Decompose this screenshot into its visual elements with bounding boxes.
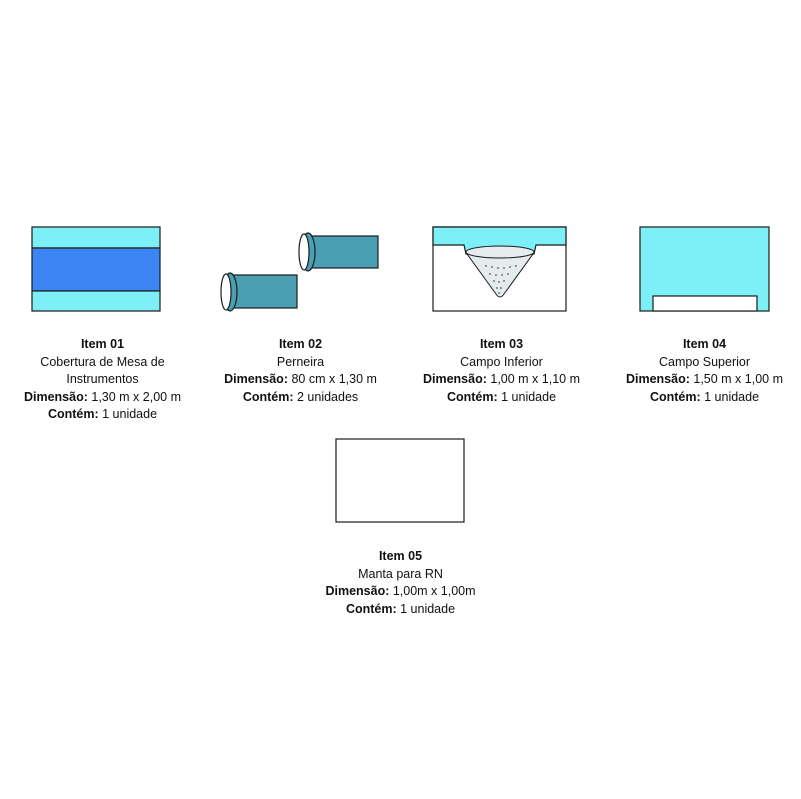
item-01-caption: Item 01 Cobertura de Mesa de Instrumento… [10, 336, 195, 424]
item-04-caption: Item 04 Campo Superior Dimensão: 1,50 m … [612, 336, 797, 406]
item-04-title: Item 04 [682, 337, 727, 351]
dimension-value: 1,00m x 1,00m [389, 584, 476, 598]
legging-upper [298, 232, 379, 272]
dimension-value: 1,00 m x 1,10 m [486, 372, 580, 386]
newborn-blanket-illustration [335, 438, 465, 523]
contents-label: Contém: [345, 601, 397, 616]
item-05-dimension: Dimensão: 1,00m x 1,00m [308, 583, 493, 601]
item-03-dimension: Dimensão: 1,00 m x 1,10 m [409, 371, 594, 389]
contents-value: 1 unidade [98, 407, 158, 421]
pouch-dots [485, 265, 517, 294]
dimension-label: Dimensão: [422, 372, 487, 386]
item-01-title: Item 01 [80, 337, 125, 351]
contents-value: 1 unidade [700, 389, 760, 404]
upper-drape-opening [652, 295, 758, 312]
drape-top-band [432, 226, 567, 255]
item-02-dimension: Dimensão: 80 cm x 1,30 m [208, 371, 393, 389]
blanket-outline [335, 438, 465, 523]
leggings-illustration [220, 232, 379, 312]
dimension-value: 1,30 m x 2,00 m [87, 389, 181, 404]
item-05-contents: Contém: 1 unidade [308, 601, 493, 619]
dimension-label: Dimensão: [325, 584, 390, 598]
item-04-desc-line-1: Campo Superior [658, 354, 750, 369]
upper-drape-illustration [639, 226, 770, 312]
contents-value: 1 unidade [497, 389, 557, 404]
lower-drape-illustration [432, 226, 567, 312]
item-02-title: Item 02 [278, 337, 323, 351]
item-01-desc-line-1: Cobertura de Mesa de [40, 354, 165, 369]
item-01-desc-line-2: Instrumentos [66, 372, 139, 386]
dimension-value: 80 cm x 1,30 m [287, 372, 377, 386]
pouch-rim [465, 245, 535, 259]
instrument-table-cover-illustration [31, 226, 161, 312]
dimension-label: Dimensão: [224, 372, 288, 386]
item-02-caption: Item 02 Perneira Dimensão: 80 cm x 1,30 … [208, 336, 393, 406]
item-03-caption: Item 03 Campo Inferior Dimensão: 1,00 m … [409, 336, 594, 406]
item-05-desc-line-1: Manta para RN [358, 566, 443, 581]
item-01-dimension: Dimensão: 1,30 m x 2,00 m [10, 389, 195, 407]
item-01-contents: Contém: 1 unidade [10, 406, 195, 424]
dimension-label: Dimensão: [23, 389, 88, 404]
contents-label: Contém: [242, 389, 294, 404]
item-02-contents: Contém: 2 unidades [208, 389, 393, 407]
cover-middle-band [31, 247, 161, 292]
item-03-desc-line-1: Campo Inferior [460, 354, 543, 369]
dimension-label: Dimensão: [625, 372, 690, 386]
legging-lower [220, 272, 298, 312]
item-03-contents: Contém: 1 unidade [409, 389, 594, 407]
contents-label: Contém: [47, 407, 99, 421]
item-05-caption: Item 05 Manta para RN Dimensão: 1,00m x … [308, 548, 493, 618]
item-04-contents: Contém: 1 unidade [612, 389, 797, 407]
cover-bottom-band [31, 290, 161, 312]
contents-label: Contém: [446, 389, 498, 404]
item-04-dimension: Dimensão: 1,50 m x 1,00 m [612, 371, 797, 389]
cover-top-band [31, 226, 161, 249]
contents-value: 1 unidade [396, 601, 456, 616]
contents-label: Contém: [649, 389, 701, 404]
dimension-value: 1,50 m x 1,00 m [689, 372, 783, 386]
item-05-title: Item 05 [378, 549, 423, 563]
item-02-desc-line-1: Perneira [276, 354, 325, 369]
contents-value: 2 unidades [293, 389, 359, 404]
fluid-pouch [466, 253, 534, 298]
item-03-title: Item 03 [479, 337, 524, 351]
